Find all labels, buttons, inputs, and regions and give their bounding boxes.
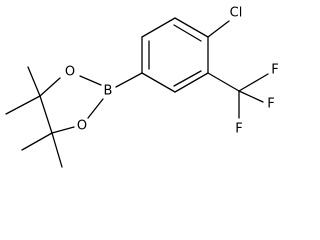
oxygen-top-label: O (65, 65, 75, 80)
ring-double-bond-top (173, 24, 202, 42)
ring-double-bond-right (173, 70, 202, 87)
bond-ring-boron (115, 72, 143, 88)
bond-ring-cf3 (207, 72, 240, 92)
bond-boron-oxygen-bottom (87, 98, 104, 119)
ring-bond-4 (141, 72, 176, 93)
methyl-bond-1 (27, 66, 41, 97)
ring-bond-6 (141, 17, 176, 38)
bond-c-f-top (238, 73, 269, 92)
fluorine-bottom-label: F (235, 122, 242, 137)
bond-oxygen-top-carbon (39, 77, 61, 97)
ring-bond-1 (174, 17, 209, 38)
ring-bond-3 (174, 72, 209, 93)
dioxaborolane-ring (39, 75, 104, 134)
benzene-ring (141, 17, 209, 93)
oxygen-bottom-label: O (77, 119, 87, 134)
chemical-structure-diagram: Cl F F F B O O (5, 6, 279, 168)
methyl-bond-4 (51, 132, 63, 168)
fluorine-top-label: F (271, 63, 278, 78)
bond-carbon-oxygen-bottom (51, 126, 75, 134)
methyl-bond-3 (21, 132, 53, 151)
bond-boron-oxygen-top (79, 75, 102, 86)
chlorine-atom-label: Cl (230, 6, 243, 21)
boron-atom-label: B (104, 84, 113, 99)
fluorine-middle-label: F (267, 97, 274, 112)
bond-carbon-carbon (39, 95, 53, 134)
bond-ring-chlorine (207, 20, 230, 38)
methyl-bond-2 (5, 95, 41, 115)
bond-c-f-middle (238, 90, 264, 103)
